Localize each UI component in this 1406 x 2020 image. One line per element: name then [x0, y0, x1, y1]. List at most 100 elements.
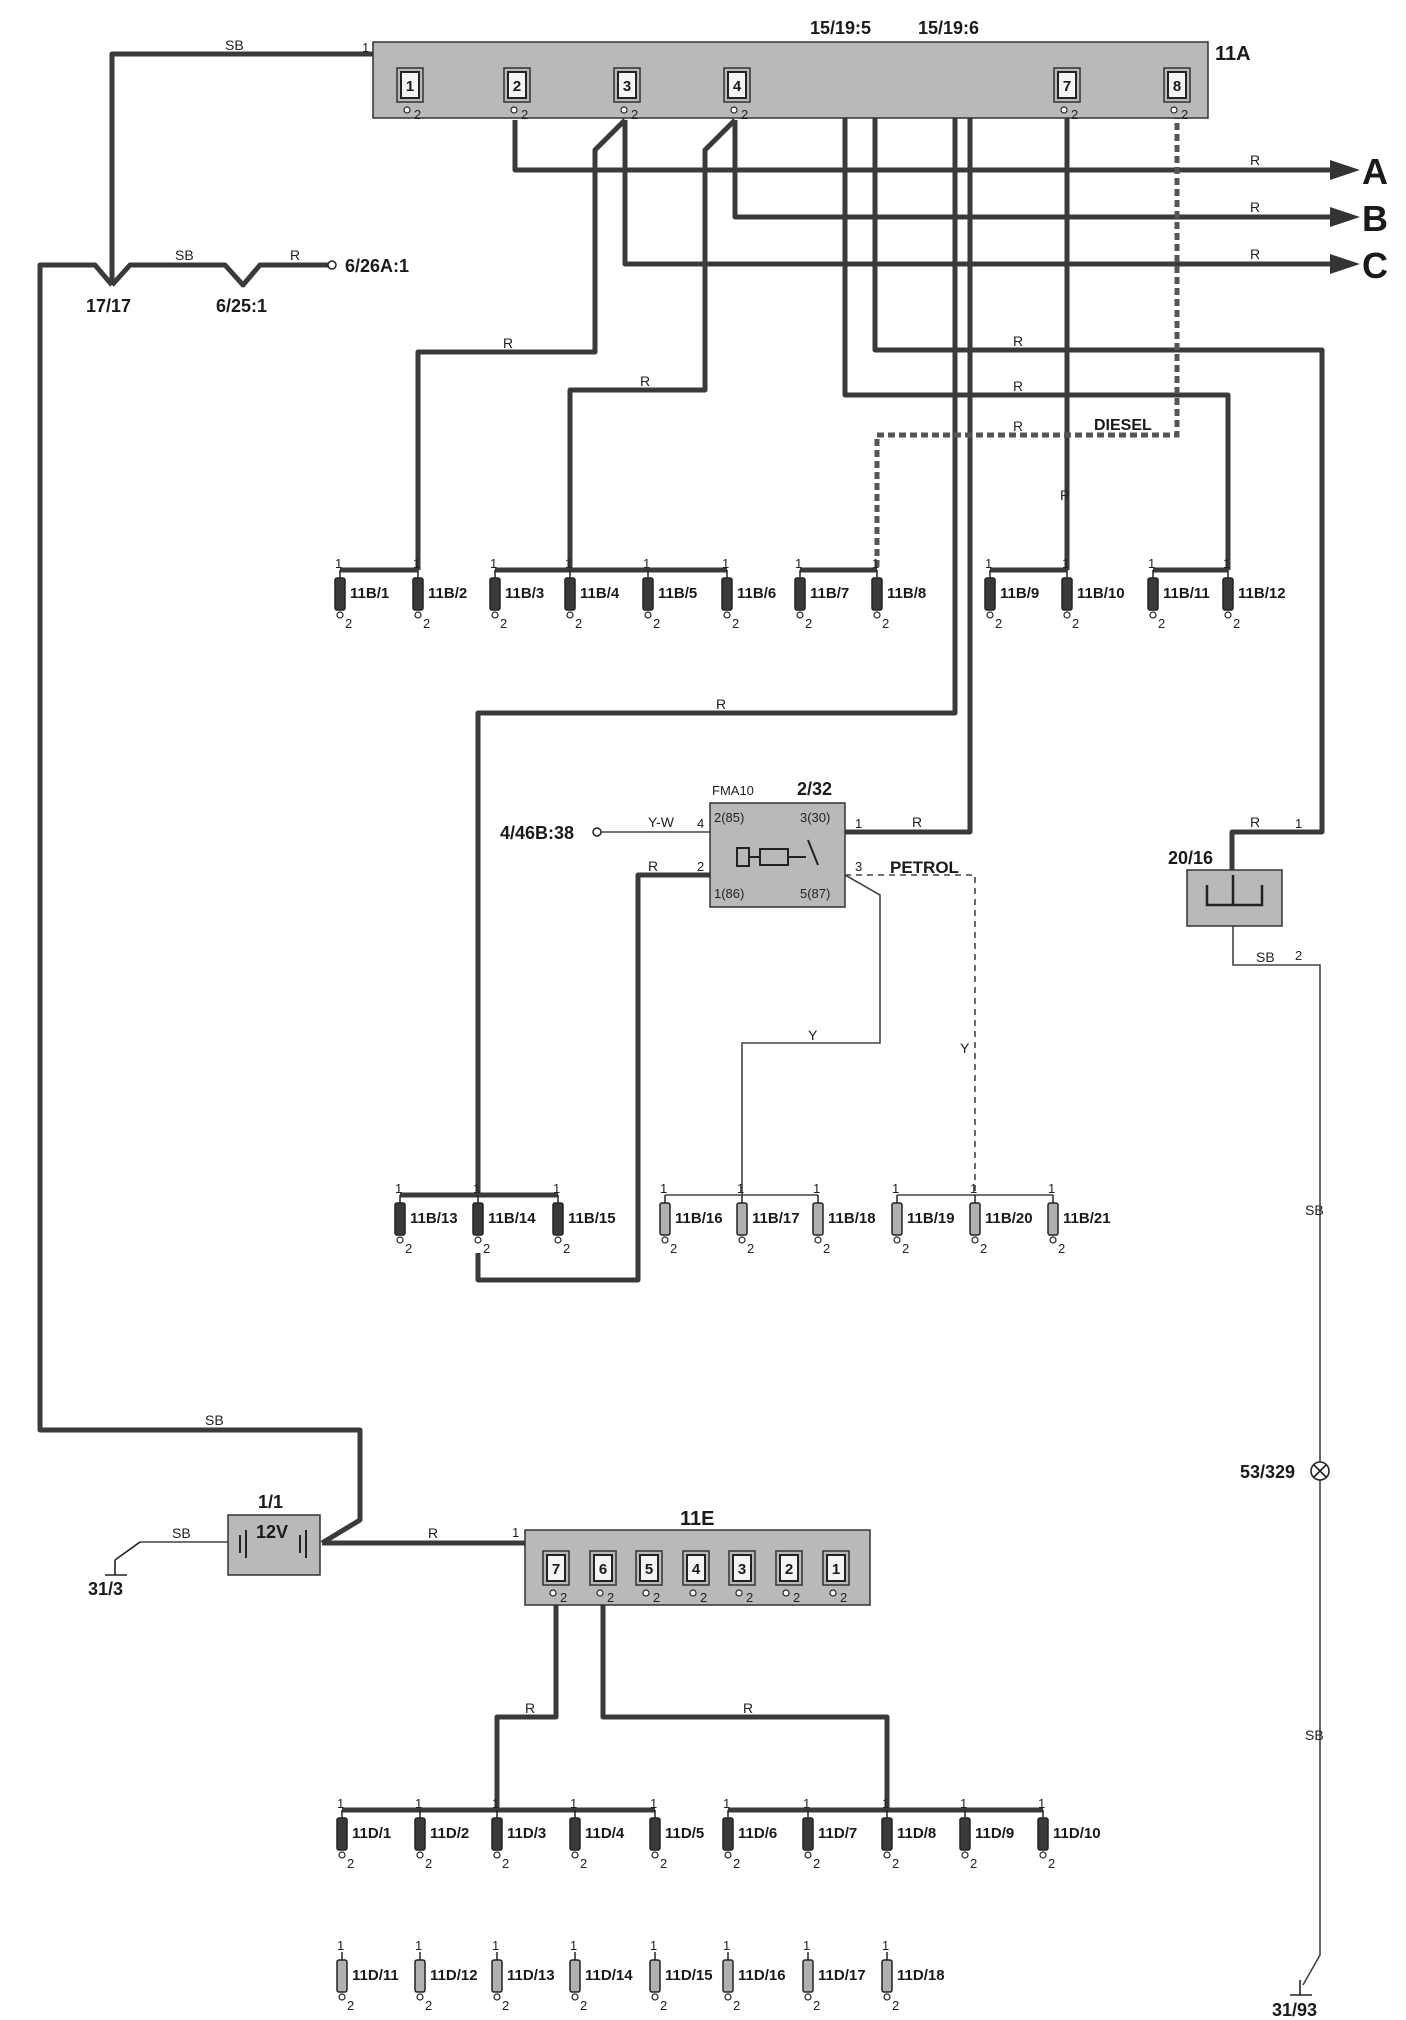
relay-symbol-icon — [736, 839, 819, 867]
connector-11b-8-pin2: 2 — [882, 616, 889, 631]
wire-sb-2016 — [1232, 922, 1321, 1986]
wire-r-2016 — [843, 52, 1325, 870]
connector-11b-4-label: 11B/4 — [580, 585, 620, 602]
connector-11b-3-label: 11B/3 — [505, 585, 544, 602]
connector-11b-18-label: 11B/18 — [828, 1210, 876, 1227]
fuse-11a-2-label: 3 — [623, 78, 631, 95]
wire-r-11b2 — [415, 118, 627, 570]
connector-11b-10-label: 11B/10 — [1077, 585, 1125, 602]
connector-11d-14-label: 11D/14 — [585, 1967, 633, 1984]
connector-11b-3-pin1: 1 — [490, 556, 497, 571]
connector-11d-1-label: 11D/1 — [352, 1825, 391, 1842]
fuse-11a-4-pin2: 2 — [1071, 107, 1078, 122]
fuse-11e-6-pin2: 2 — [840, 1590, 847, 1605]
connector-11b-21-pin2: 2 — [1058, 1241, 1065, 1256]
connector-11d-11-label: 11D/11 — [352, 1967, 399, 1984]
wire-label-r: R — [743, 1700, 753, 1716]
wire-label-y: Y — [960, 1040, 970, 1056]
fuse-11a-5: 82 — [1163, 67, 1191, 122]
connector-11b-16-pin2: 2 — [670, 1241, 677, 1256]
connector-11d-7-label: 11D/7 — [818, 1825, 857, 1842]
label-31-3: 31/3 — [88, 1579, 123, 1599]
wire-r-11b4 — [567, 118, 737, 570]
label-15-19-6: 15/19:6 — [918, 18, 979, 38]
connector-11d-13-pin1: 1 — [492, 1938, 499, 1953]
fuse-11e-0-label: 7 — [552, 1561, 560, 1578]
connector-11d-14-pin1: 1 — [570, 1938, 577, 1953]
label-20-16: 20/16 — [1168, 848, 1213, 868]
fuse-11a-2-pin2: 2 — [631, 107, 638, 122]
connector-11b-7-pin2: 2 — [805, 616, 812, 631]
connector-11b-17-label: 11B/17 — [752, 1210, 800, 1227]
wire-label-r: R — [1250, 152, 1260, 168]
connector-11d-9-pin2: 2 — [970, 1856, 977, 1871]
fuse-11e-5-label: 2 — [785, 1561, 793, 1578]
wire-label-r: R — [428, 1525, 438, 1541]
wire-r-relay-86 — [475, 872, 710, 1283]
connector-11b-2-pin1: 1 — [413, 556, 420, 571]
connector-11b-14-label: 11B/14 — [488, 1210, 536, 1227]
output-c: C — [1362, 245, 1388, 286]
pin-11e-1: 1 — [512, 1525, 519, 1540]
terminal-4-46b-icon — [592, 827, 602, 837]
fuse-11a-0: 12 — [396, 67, 424, 122]
connector-11b-1-pin2: 2 — [345, 616, 352, 631]
label-diesel: DIESEL — [1094, 417, 1152, 434]
connector-11d-12-pin2: 2 — [425, 1998, 432, 2013]
wire-r-11d8 — [600, 1605, 890, 1810]
connector-11b-17-pin2: 2 — [747, 1241, 754, 1256]
relay-wire-pin-3: 3 — [855, 859, 862, 874]
connector-11b-13-pin2: 2 — [405, 1241, 412, 1256]
wire-label-r: R — [503, 335, 513, 351]
connector-11b-1-label: 11B/1 — [350, 585, 389, 602]
connector-11b-2-pin2: 2 — [423, 616, 430, 631]
pin-11a-1: 1 — [362, 40, 369, 55]
wire-label-r: R — [1013, 333, 1023, 349]
fuse-11e-4-label: 3 — [738, 1561, 746, 1578]
connector-11b-19-pin2: 2 — [902, 1241, 909, 1256]
fuse-11e-6: 12 — [822, 1550, 850, 1605]
wire-label-y: Y — [808, 1027, 818, 1043]
wire-label-r: R — [1250, 246, 1260, 262]
fuse-11e-3-label: 4 — [692, 1561, 701, 1578]
fuse-11e-1-pin2: 2 — [607, 1590, 614, 1605]
connector-11d-18-pin1: 1 — [882, 1938, 889, 1953]
connector-11b-12-label: 11B/12 — [1238, 585, 1286, 602]
wire-label-sb: SB — [1305, 1202, 1324, 1218]
connector-11b-19-pin1: 1 — [892, 1181, 899, 1196]
fuse-11a-3: 42 — [723, 67, 751, 122]
connector-11b-4-pin1: 1 — [565, 556, 572, 571]
connector-11d-3-pin1: 1 — [492, 1796, 499, 1811]
connector-11d-9-pin1: 1 — [960, 1796, 967, 1811]
fuse-11a-4: 72 — [1053, 67, 1081, 122]
connector-11b-14-pin2: 2 — [483, 1241, 490, 1256]
connector-11b-13-label: 11B/13 — [410, 1210, 458, 1227]
label-1-1: 1/1 — [258, 1492, 283, 1512]
connector-11b-7-pin1: 1 — [795, 556, 802, 571]
switch-20-16 — [1186, 869, 1283, 927]
label-11e: 11E — [680, 1508, 714, 1530]
fuse-11a-0-pin2: 2 — [414, 107, 421, 122]
fuse-11a-1: 22 — [503, 67, 531, 122]
connector-11b-15-pin2: 2 — [563, 1241, 570, 1256]
relay-wire-pin-1: 1 — [855, 816, 862, 831]
arrow-a-icon — [1330, 160, 1360, 180]
connector-11d-2-label: 11D/2 — [430, 1825, 469, 1842]
fuse-11a-5-label: 8 — [1173, 78, 1181, 95]
connector-11b-9-pin2: 2 — [995, 616, 1002, 631]
fuse-11e-6-label: 1 — [832, 1561, 840, 1578]
